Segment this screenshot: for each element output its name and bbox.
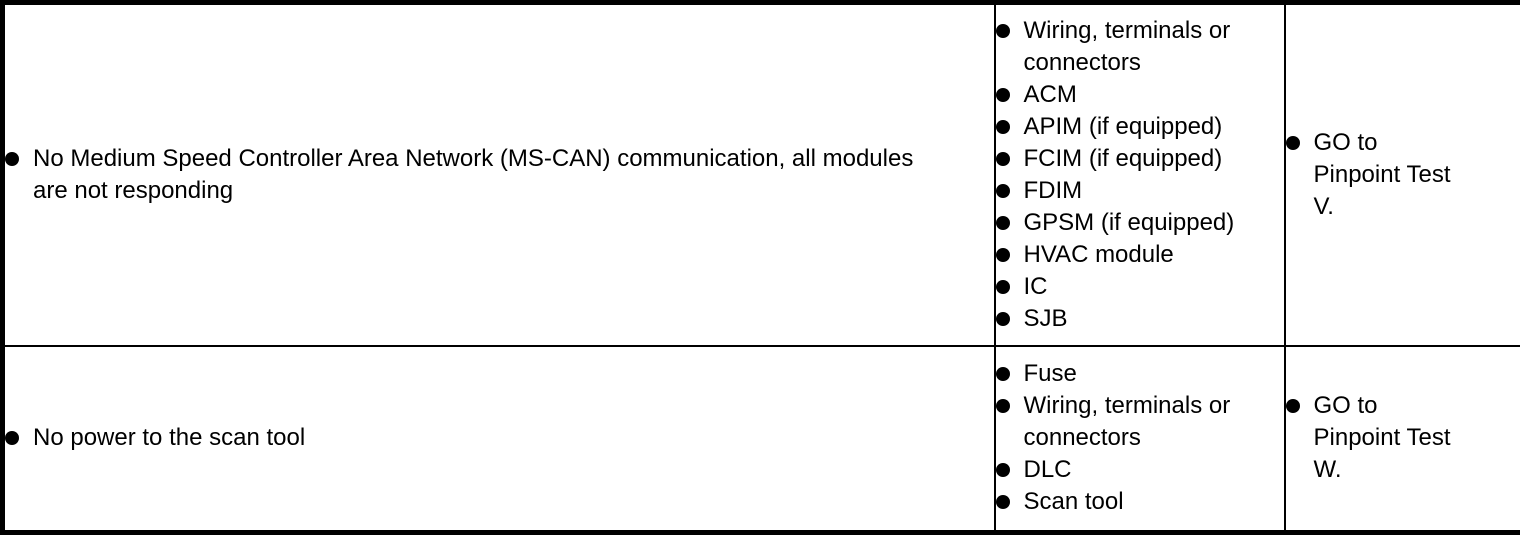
list-item: GO to Pinpoint Test V. — [1286, 127, 1517, 223]
list-item: No power to the scan tool — [5, 422, 990, 454]
source-text: FDIM — [1024, 175, 1083, 207]
bullet-icon — [996, 367, 1010, 381]
bullet-icon — [5, 431, 19, 445]
source-text: Wiring, terminals or connectors — [1024, 390, 1231, 454]
symptom-text: No Medium Speed Controller Area Network … — [33, 143, 913, 207]
bullet-icon — [996, 120, 1010, 134]
list-item: GO to Pinpoint Test W. — [1286, 390, 1517, 486]
list-item: No Medium Speed Controller Area Network … — [5, 143, 990, 207]
list-item: APIM (if equipped) — [996, 111, 1280, 143]
source-text: FCIM (if equipped) — [1024, 143, 1223, 175]
list-item: FCIM (if equipped) — [996, 143, 1280, 175]
list-item: Scan tool — [996, 486, 1280, 518]
symptom-cell: No Medium Speed Controller Area Network … — [3, 3, 995, 346]
source-text: ACM — [1024, 79, 1077, 111]
action-cell: GO to Pinpoint Test V. — [1285, 3, 1520, 346]
list-item: Fuse — [996, 358, 1280, 390]
list-item: GPSM (if equipped) — [996, 207, 1280, 239]
bullet-icon — [996, 88, 1010, 102]
bullet-icon — [1286, 136, 1300, 150]
list-item: ACM — [996, 79, 1280, 111]
table-row: No power to the scan tool Fuse Wiring, t… — [3, 346, 1520, 533]
list-item: HVAC module — [996, 239, 1280, 271]
symptom-cell: No power to the scan tool — [3, 346, 995, 533]
bullet-icon — [996, 463, 1010, 477]
list-item: DLC — [996, 454, 1280, 486]
action-text: GO to Pinpoint Test W. — [1314, 390, 1451, 486]
source-text: Fuse — [1024, 358, 1077, 390]
source-text: HVAC module — [1024, 239, 1174, 271]
bullet-icon — [996, 495, 1010, 509]
possible-sources-cell: Wiring, terminals or connectors ACM APIM… — [995, 3, 1285, 346]
list-item: FDIM — [996, 175, 1280, 207]
possible-sources-cell: Fuse Wiring, terminals or connectors DLC… — [995, 346, 1285, 533]
source-text: APIM (if equipped) — [1024, 111, 1223, 143]
list-item: SJB — [996, 303, 1280, 335]
action-text: GO to Pinpoint Test V. — [1314, 127, 1451, 223]
table-row: No Medium Speed Controller Area Network … — [3, 3, 1520, 346]
bullet-icon — [996, 216, 1010, 230]
bullet-icon — [996, 152, 1010, 166]
source-text: DLC — [1024, 454, 1072, 486]
bullet-icon — [5, 152, 19, 166]
bullet-icon — [996, 24, 1010, 38]
source-text: IC — [1024, 271, 1048, 303]
bullet-icon — [996, 399, 1010, 413]
list-item: IC — [996, 271, 1280, 303]
bullet-icon — [996, 312, 1010, 326]
symptom-text: No power to the scan tool — [33, 422, 305, 454]
bullet-icon — [996, 184, 1010, 198]
source-text: GPSM (if equipped) — [1024, 207, 1235, 239]
source-text: Scan tool — [1024, 486, 1124, 518]
bullet-icon — [996, 248, 1010, 262]
list-item: Wiring, terminals or connectors — [996, 390, 1280, 454]
source-text: SJB — [1024, 303, 1068, 335]
bullet-icon — [1286, 399, 1300, 413]
action-cell: GO to Pinpoint Test W. — [1285, 346, 1520, 533]
source-text: Wiring, terminals or connectors — [1024, 15, 1231, 79]
bullet-icon — [996, 280, 1010, 294]
list-item: Wiring, terminals or connectors — [996, 15, 1280, 79]
